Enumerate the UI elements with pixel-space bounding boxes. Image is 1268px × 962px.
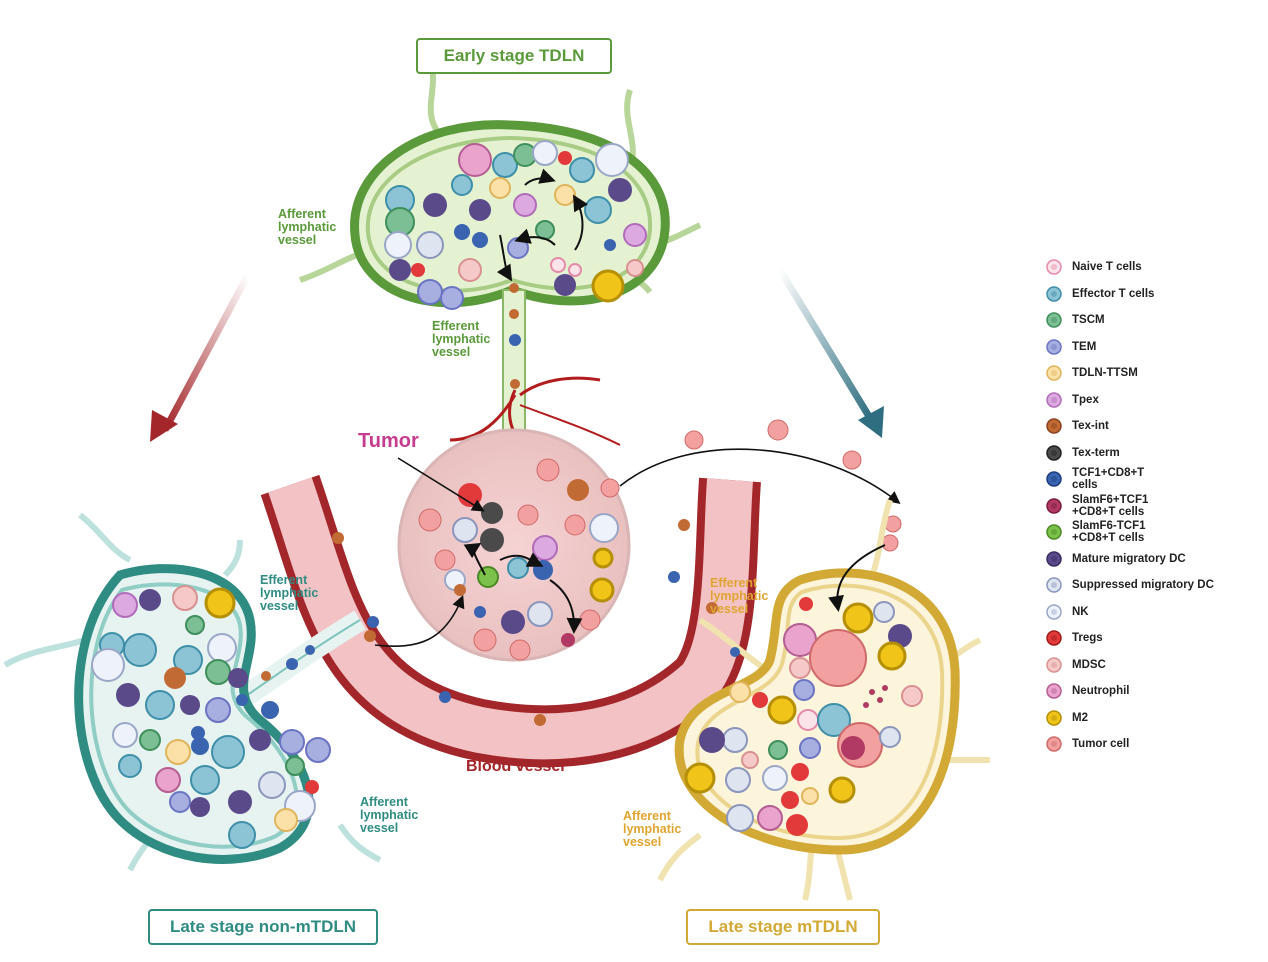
legend-item: NK: [1044, 599, 1259, 626]
afferent-label-top: Afferent lymphatic vessel: [278, 207, 337, 247]
effector-t-cell-icon: [1046, 286, 1062, 302]
tdln-ttsm-icon: [1046, 365, 1062, 381]
metastasis-path: [600, 419, 902, 552]
late-mtdln-node: [657, 499, 991, 901]
legend-item: Tpex: [1044, 387, 1259, 414]
legend-item: Naive T cells: [1044, 254, 1259, 281]
legend-item: Tumor cell: [1044, 731, 1259, 758]
tregs-icon: [1046, 630, 1062, 646]
slamf6-pos-tcf1-cd8-icon: [1046, 498, 1062, 514]
legend-label: Effector T cells: [1072, 287, 1155, 300]
legend-item: Effector T cells: [1044, 281, 1259, 308]
legend-label: SlamF6-TCF1 +CD8+T cells: [1072, 520, 1146, 545]
legend-item: TDLN-TTSM: [1044, 360, 1259, 387]
legend-item: Suppressed migratory DC: [1044, 572, 1259, 599]
blood-vessel: [260, 474, 761, 768]
late-mtdln-title: Late stage mTDLN: [686, 909, 880, 945]
efferent-label-right: Efferent lymphatic vessel: [710, 576, 769, 616]
legend-label: Mature migratory DC: [1072, 552, 1186, 565]
legend-item: Mature migratory DC: [1044, 546, 1259, 573]
legend-label: Tpex: [1072, 393, 1099, 406]
early-tdln-node: [299, 59, 702, 431]
legend-item: Tregs: [1044, 625, 1259, 652]
neutrophil-icon: [1046, 683, 1062, 699]
legend-label: MDSC: [1072, 658, 1106, 671]
naive-t-cell-icon: [1046, 259, 1062, 275]
tem-icon: [1046, 339, 1062, 355]
legend-item: TCF1+CD8+T cells: [1044, 466, 1259, 493]
nk-icon: [1046, 604, 1062, 620]
legend-label: Suppressed migratory DC: [1072, 579, 1214, 592]
legend-label: TSCM: [1072, 314, 1105, 327]
legend-item: Neutrophil: [1044, 678, 1259, 705]
early-stage-title: Early stage TDLN: [416, 38, 612, 74]
legend-label: Tumor cell: [1072, 738, 1130, 751]
legend-label: Naive T cells: [1072, 261, 1142, 274]
afferent-label-right: Afferent lymphatic vessel: [623, 809, 682, 849]
legend-label: NK: [1072, 605, 1089, 618]
mature-migratory-dc-icon: [1046, 551, 1062, 567]
legend-label: M2: [1072, 711, 1088, 724]
legend-item: Tex-term: [1044, 440, 1259, 467]
legend-label: TEM: [1072, 340, 1097, 353]
tumor-mass: [374, 376, 631, 662]
legend-item: M2: [1044, 705, 1259, 732]
legend-item: MDSC: [1044, 652, 1259, 679]
tpex-icon: [1046, 392, 1062, 408]
legend-label: Tex-int: [1072, 420, 1109, 433]
legend-item: Tex-int: [1044, 413, 1259, 440]
efferent-label-top: Efferent lymphatic vessel: [432, 319, 491, 359]
legend-label: SlamF6+TCF1 +CD8+T cells: [1072, 493, 1149, 518]
legend-item: SlamF6-TCF1 +CD8+T cells: [1044, 519, 1259, 546]
afferent-label-left: Afferent lymphatic vessel: [360, 795, 419, 835]
legend-item: SlamF6+TCF1 +CD8+T cells: [1044, 493, 1259, 520]
tcf1-cd8-t-cell-icon: [1046, 471, 1062, 487]
legend-item: TEM: [1044, 334, 1259, 361]
mdsc-icon: [1046, 657, 1062, 673]
progression-arrow-right: [777, 268, 884, 438]
blood-vessel-label: Blood vessel: [466, 758, 565, 775]
late-non-mtdln-node: [3, 512, 382, 872]
suppressed-migratory-dc-icon: [1046, 577, 1062, 593]
late-non-mtdln-title: Late stage non-mTDLN: [148, 909, 378, 945]
progression-arrow-left: [150, 273, 252, 442]
legend-label: TCF1+CD8+T cells: [1072, 467, 1145, 492]
legend-label: Neutrophil: [1072, 685, 1130, 698]
tex-int-icon: [1046, 418, 1062, 434]
tex-term-icon: [1046, 445, 1062, 461]
slamf6-neg-tcf1-cd8-icon: [1046, 524, 1062, 540]
tumor-cell-icon: [1046, 736, 1062, 752]
legend-label: Tregs: [1072, 632, 1103, 645]
efferent-label-left: Efferent lymphatic vessel: [260, 573, 319, 613]
legend-label: Tex-term: [1072, 446, 1120, 459]
tumor-label: Tumor: [358, 430, 419, 452]
legend-item: TSCM: [1044, 307, 1259, 334]
m2-icon: [1046, 710, 1062, 726]
legend-label: TDLN-TTSM: [1072, 367, 1138, 380]
tscm-icon: [1046, 312, 1062, 328]
